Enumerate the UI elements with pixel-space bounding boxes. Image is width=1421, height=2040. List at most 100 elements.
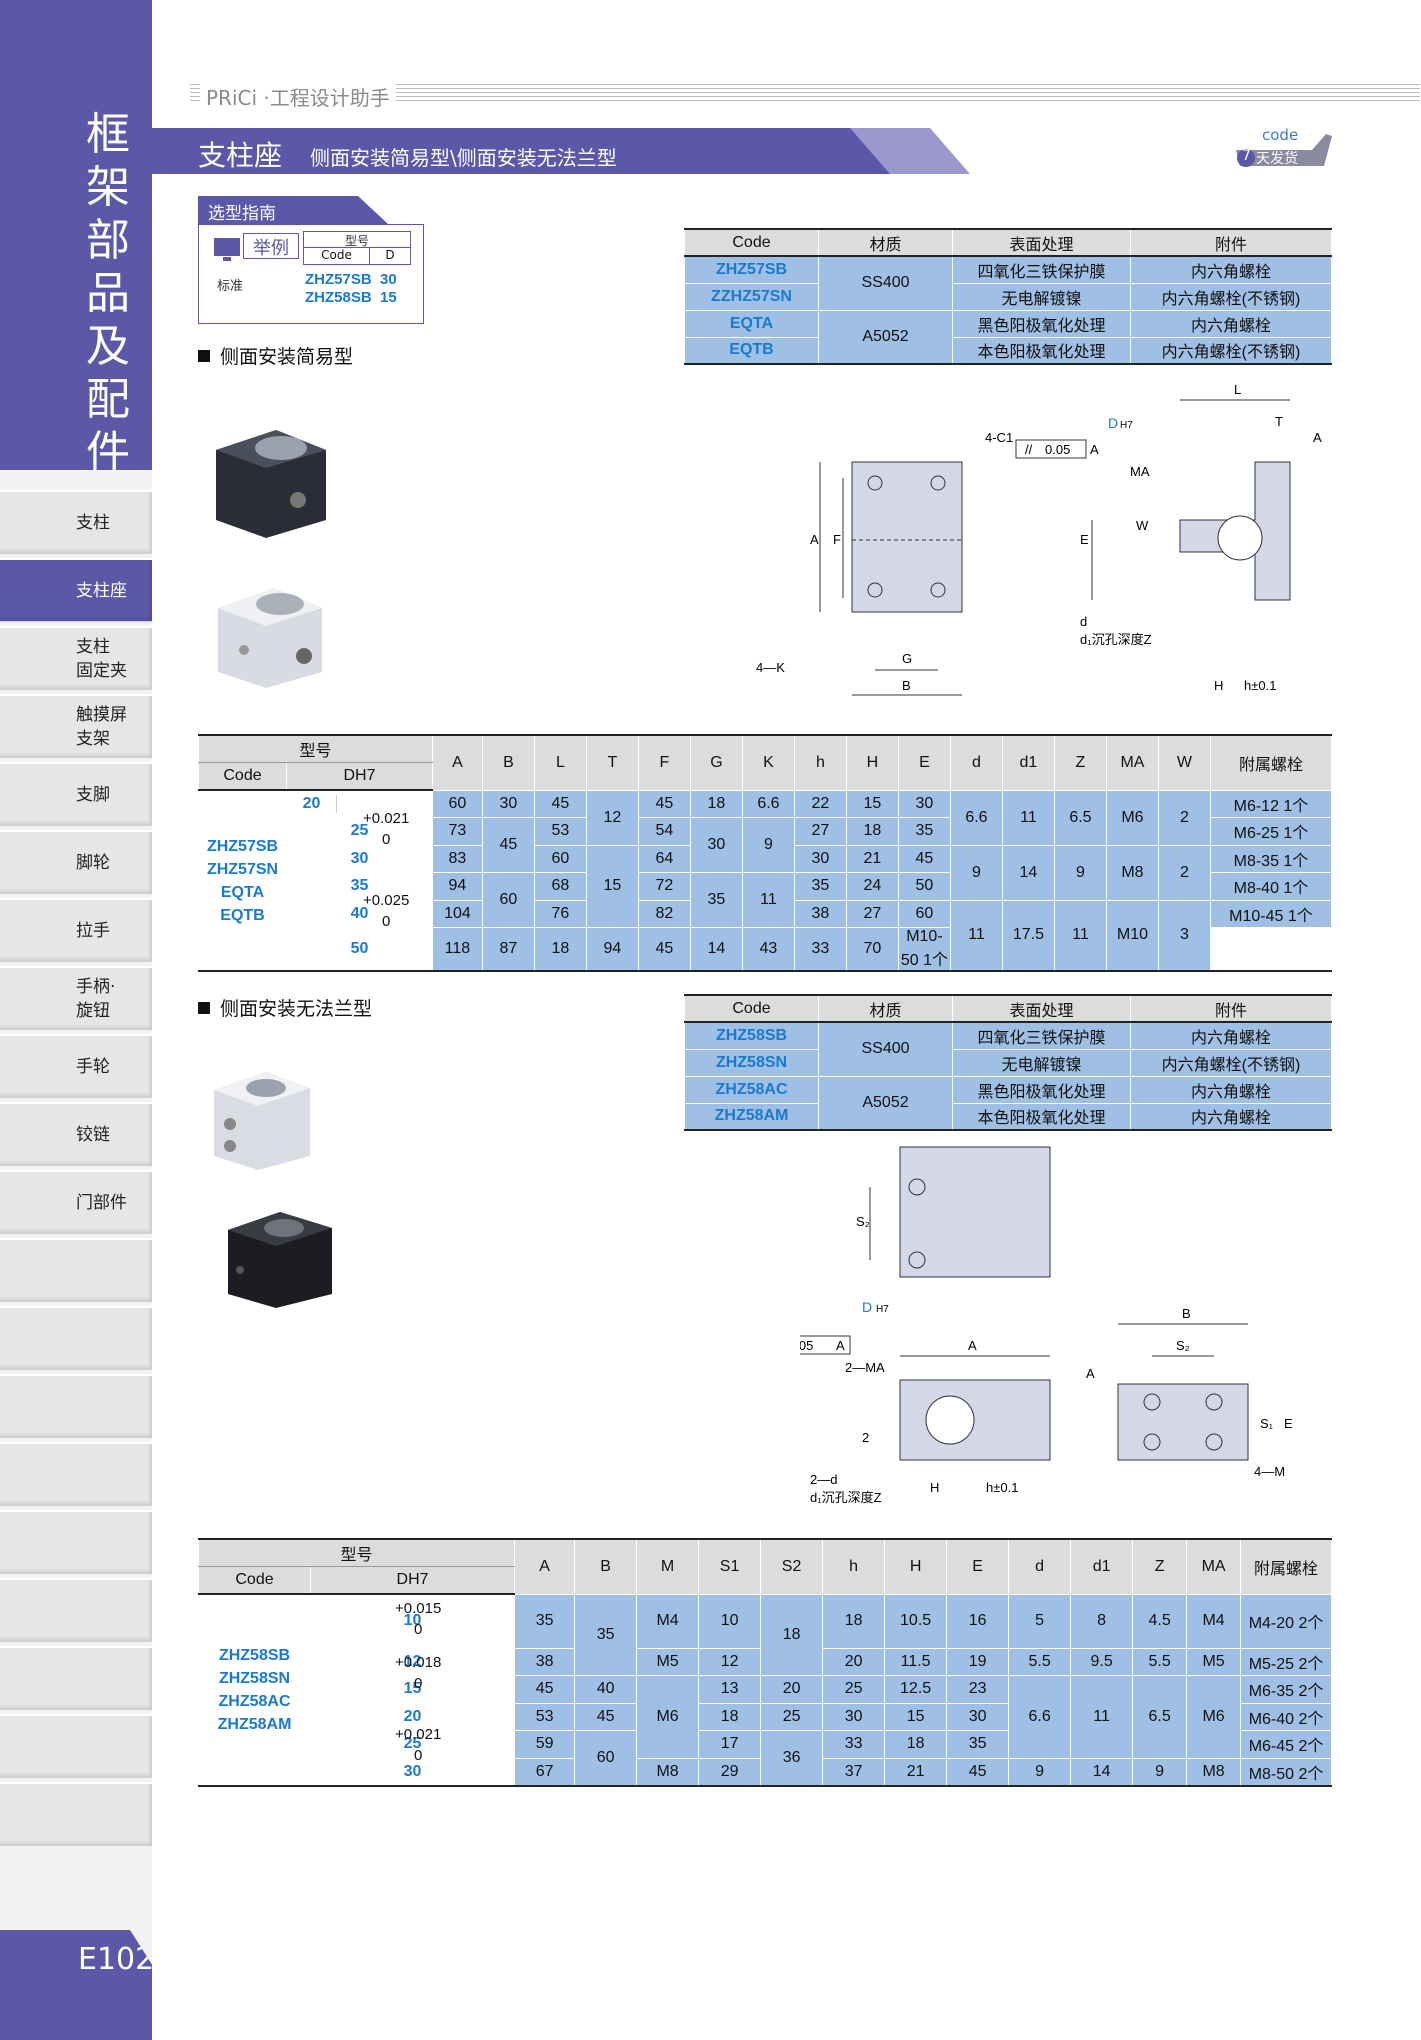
section1-heading: 侧面安装简易型	[198, 342, 353, 369]
dim-label-s2: S₂	[856, 1214, 870, 1229]
cell: 73	[431, 817, 483, 846]
cell: M4	[1186, 1593, 1242, 1649]
cell: M10-50 1个	[897, 927, 951, 972]
cell: 20	[822, 1647, 886, 1676]
cell: 17.5	[1001, 899, 1055, 972]
accessory-value: 内六角螺栓(不锈钢)	[1130, 336, 1332, 365]
cell: M6	[636, 1675, 700, 1759]
sidebar-item-pillar-clamp[interactable]: 支柱 固定夹	[0, 626, 152, 690]
sidebar-item-handle[interactable]: 拉手	[0, 898, 152, 962]
cell: M6-12 1个	[1209, 789, 1333, 818]
col-bolt: 附属螺栓	[1209, 734, 1333, 791]
dim-label-b: B	[1182, 1306, 1191, 1321]
cell: 13	[698, 1675, 762, 1704]
cell: M6	[1186, 1675, 1242, 1759]
cell: 11	[949, 899, 1003, 972]
d-cell: 12	[309, 1647, 516, 1676]
cell: 12	[585, 789, 639, 846]
dim-label-h: H	[1214, 678, 1223, 693]
sidebar-item-foot[interactable]: 支脚	[0, 762, 152, 826]
cell: 5	[1008, 1593, 1072, 1649]
standard-label: 标准	[217, 279, 244, 294]
dim-label-datum-2: A	[1086, 1366, 1095, 1381]
cell: 2	[1157, 844, 1211, 901]
material-code: ZZHZ57SN	[684, 282, 819, 311]
selection-guide-tag: 选型指南	[198, 196, 388, 224]
dim-label-a: A	[968, 1338, 977, 1353]
cell: 45	[946, 1757, 1010, 1786]
example-label: 举例	[243, 233, 299, 259]
cell: 45	[637, 927, 691, 972]
cell: 30	[689, 817, 743, 873]
col-m: M	[636, 1538, 700, 1595]
dim-label-d: D	[862, 1299, 872, 1315]
cell: 20	[760, 1675, 824, 1704]
cell: 60	[431, 789, 483, 818]
sidebar-item-pillar[interactable]: 支柱	[0, 490, 152, 554]
cell: 24	[845, 872, 899, 901]
sidebar-item-knob[interactable]: 手柄· 旋钮	[0, 966, 152, 1030]
section2-dimension-table: 型号 A B M S1 S2 h H E d d1 Z MA 附属螺栓 Code…	[197, 1538, 1332, 1787]
dim-label-h-tol: h±0.1	[1244, 678, 1276, 693]
dim-label-4k: 4—K	[756, 660, 785, 675]
cell: 16	[946, 1593, 1010, 1649]
cell: 27	[845, 899, 899, 928]
product-photo-black-block	[228, 1212, 332, 1308]
col-d: d	[1008, 1538, 1072, 1595]
sidebar-blank-2	[0, 1306, 152, 1370]
dim-label-a: A	[810, 532, 819, 547]
cell: 18	[760, 1593, 824, 1676]
sidebar-item-caster[interactable]: 脚轮	[0, 830, 152, 894]
sidebar-blank-3	[0, 1374, 152, 1438]
dim-label-h7: H7	[876, 1304, 889, 1315]
cell: 18	[533, 927, 587, 972]
cell: 22	[793, 789, 847, 818]
cell: 45	[533, 789, 587, 818]
page-title: 支柱座	[198, 139, 283, 172]
delivery-badge: code 7 天发货	[1232, 126, 1336, 174]
cell: M5-25 2个	[1240, 1647, 1332, 1676]
cell: M10-45 1个	[1209, 899, 1333, 928]
dim-label-h7: H7	[1120, 420, 1133, 431]
dim-label-datum: A	[1090, 442, 1099, 457]
dim-label-2ma: 2—MA	[845, 1360, 885, 1375]
col-z: Z	[1053, 734, 1107, 791]
cell: M8	[1186, 1757, 1242, 1786]
sidebar-item-hinge[interactable]: 铰链	[0, 1102, 152, 1166]
guide-col-model: 型号	[304, 232, 410, 248]
cell: 118	[431, 927, 483, 972]
cell: 12.5	[884, 1675, 948, 1704]
cell: 12	[698, 1647, 762, 1676]
cell: 10.5	[884, 1593, 948, 1649]
sidebar-blank-9	[0, 1782, 152, 1846]
dim-label-h: H	[930, 1480, 939, 1495]
cell: M8	[636, 1757, 700, 1786]
cell: 9	[1132, 1757, 1188, 1786]
guide-example-1: ZHZ57SB 30	[305, 271, 397, 288]
material-code: EQTA	[684, 309, 819, 338]
sidebar-item-pillar-base[interactable]: 支柱座	[0, 558, 152, 622]
cell: 9.5	[1070, 1647, 1134, 1676]
badge-code: code	[1262, 126, 1299, 144]
cell: 38	[514, 1647, 576, 1676]
cell: 94	[431, 872, 483, 901]
dim-label-ma: MA	[1130, 464, 1150, 479]
cell: 6.6	[949, 789, 1003, 846]
sidebar-item-touchscreen-stand[interactable]: 触摸屏 支架	[0, 694, 152, 758]
flatness-symbol: //	[1025, 442, 1033, 457]
sidebar: 框 架 部 品 及 配 件 支柱 支柱座 支柱 固定夹 触摸屏 支架 支脚 脚轮…	[0, 0, 173, 2040]
cell: 37	[822, 1757, 886, 1786]
dim-label-2: 2	[862, 1430, 869, 1445]
col-t: T	[585, 734, 639, 791]
monitor-icon	[214, 238, 240, 261]
cell: 29	[698, 1757, 762, 1786]
sidebar-item-door-parts[interactable]: 门部件	[0, 1170, 152, 1234]
cell: 23	[946, 1675, 1010, 1704]
col-l: L	[533, 734, 587, 791]
cell: 25	[822, 1675, 886, 1704]
col-b: B	[481, 734, 535, 791]
cell: M4-20 2个	[1240, 1593, 1332, 1649]
sidebar-item-handwheel[interactable]: 手轮	[0, 1034, 152, 1098]
col-material: 材质	[818, 228, 953, 257]
dim-label-f: F	[833, 532, 841, 547]
